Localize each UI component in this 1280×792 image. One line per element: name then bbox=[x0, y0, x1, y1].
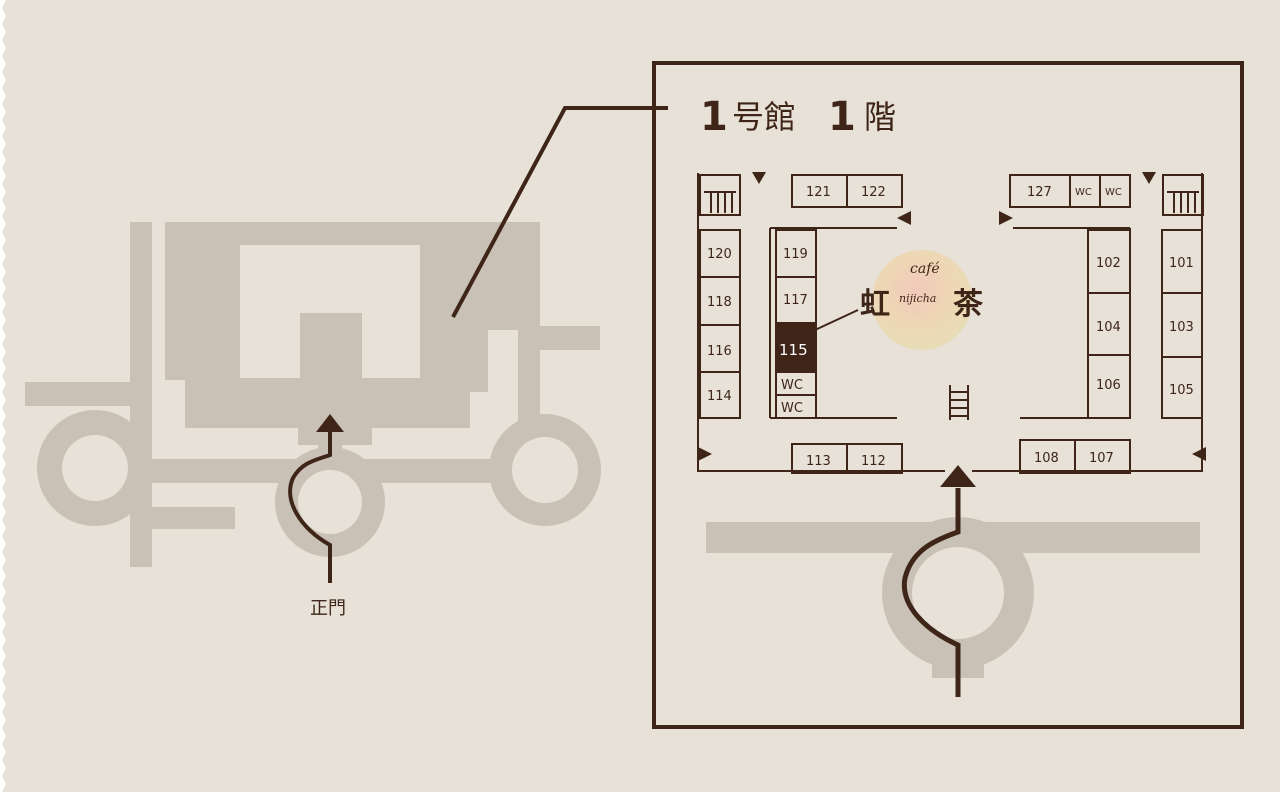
room-107[interactable]: 107 bbox=[1089, 451, 1114, 466]
wc-left-2: WC bbox=[781, 401, 803, 416]
road-left-horizontal bbox=[25, 382, 140, 406]
stairs-top-left bbox=[699, 174, 741, 216]
room-115-highlight[interactable] bbox=[776, 323, 816, 372]
room-102[interactable]: 102 bbox=[1096, 256, 1121, 271]
wc-top-2: WC bbox=[1105, 187, 1122, 198]
room-118[interactable]: 118 bbox=[707, 295, 732, 310]
room-112[interactable]: 112 bbox=[861, 454, 886, 469]
room-119[interactable]: 119 bbox=[783, 247, 808, 262]
room-113[interactable]: 113 bbox=[806, 454, 831, 469]
building-1-silhouette bbox=[165, 222, 520, 445]
route-arrow-overview bbox=[316, 414, 344, 432]
room-121[interactable]: 121 bbox=[806, 185, 831, 200]
wc-left-1: WC bbox=[781, 378, 803, 393]
cafe-kanji-left: 虹 bbox=[860, 287, 890, 322]
stairs-top-right bbox=[1162, 174, 1204, 216]
route-line-overview bbox=[288, 430, 332, 583]
approach-roundabout-hole bbox=[912, 547, 1004, 639]
main-gate-label: 正門 bbox=[310, 598, 346, 619]
room-106[interactable]: 106 bbox=[1096, 378, 1121, 393]
cafe-logo-circle bbox=[872, 250, 972, 350]
stairs-center bbox=[949, 385, 969, 420]
road-lower-left bbox=[130, 507, 235, 529]
svg-text:1: 1 bbox=[828, 94, 856, 140]
route-line-floor bbox=[901, 488, 961, 697]
svg-text:号館: 号館 bbox=[732, 98, 796, 136]
cafe-kanji-right: 茶 bbox=[953, 287, 984, 322]
room-103[interactable]: 103 bbox=[1169, 320, 1194, 335]
room-120[interactable]: 120 bbox=[707, 247, 732, 262]
cafe-latin-mid: nijicha bbox=[899, 292, 936, 305]
room-105[interactable]: 105 bbox=[1169, 383, 1194, 398]
entrance-markers bbox=[698, 172, 1206, 461]
callout-leader-line bbox=[451, 106, 668, 318]
svg-text:1: 1 bbox=[700, 94, 728, 140]
route-arrow-floor bbox=[940, 465, 976, 487]
room-117[interactable]: 117 bbox=[783, 293, 808, 308]
room-104[interactable]: 104 bbox=[1096, 320, 1121, 335]
room-108[interactable]: 108 bbox=[1034, 451, 1059, 466]
road-right-vertical bbox=[518, 222, 540, 422]
room-101[interactable]: 101 bbox=[1169, 256, 1194, 271]
room-127[interactable]: 127 bbox=[1027, 185, 1052, 200]
floor-title: 1 号館 1 階 bbox=[700, 94, 896, 140]
room-116[interactable]: 116 bbox=[707, 344, 732, 359]
room-labels: 121 122 127 WC WC 120 118 116 114 119 11… bbox=[707, 185, 1194, 469]
wc-top-1: WC bbox=[1075, 187, 1092, 198]
torn-paper-edge bbox=[0, 0, 6, 792]
road-right-horizontal bbox=[530, 326, 600, 350]
roundabout-holes bbox=[62, 435, 578, 534]
room-122[interactable]: 122 bbox=[861, 185, 886, 200]
floor-plan-frame bbox=[652, 61, 1244, 729]
cafe-nijicha-logo[interactable]: café 虹 nijicha 茶 bbox=[814, 250, 984, 350]
room-114[interactable]: 114 bbox=[707, 389, 732, 404]
svg-text:階: 階 bbox=[864, 98, 896, 136]
room-115[interactable]: 115 bbox=[779, 341, 808, 359]
cafe-latin-top: café bbox=[910, 261, 940, 277]
cafe-pointer-line bbox=[814, 309, 859, 331]
